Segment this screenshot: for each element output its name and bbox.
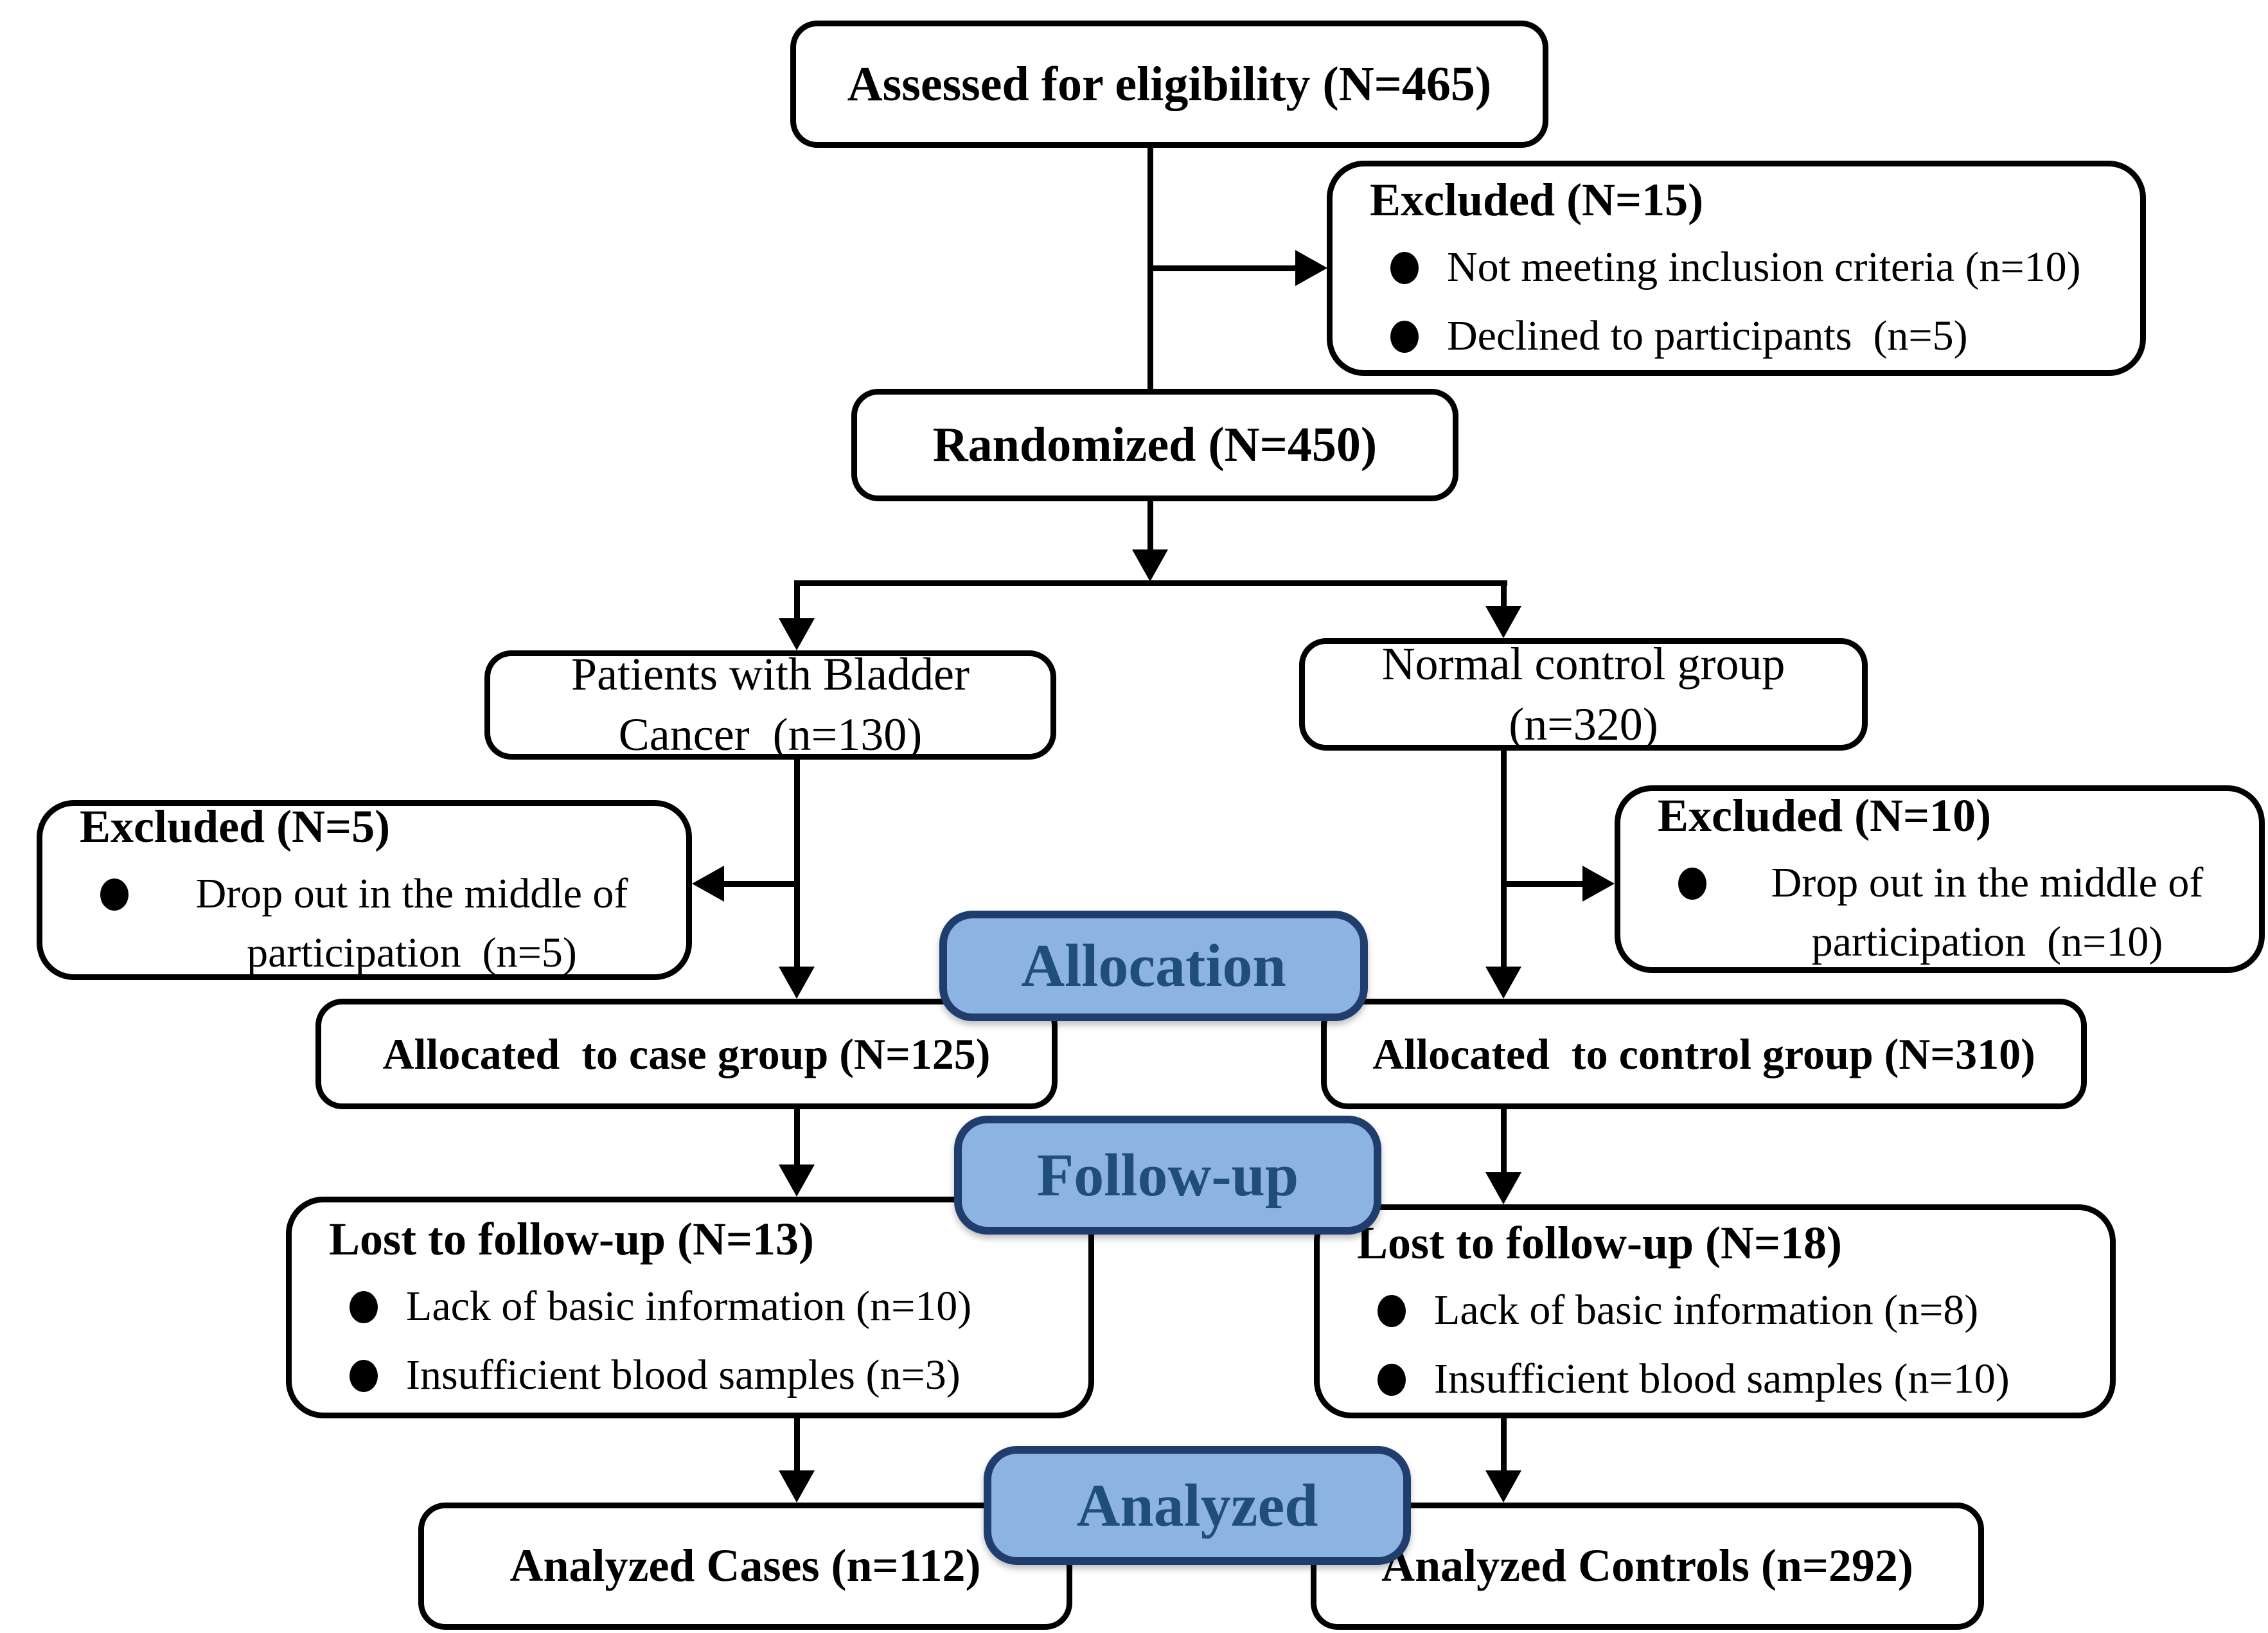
excluded-top-box: Excluded (N=15) Not meeting inclusion cr… xyxy=(1327,161,2146,376)
arrowhead-down-icon xyxy=(1485,606,1521,638)
connector-control-to-allocated xyxy=(1501,749,1507,970)
bullet-dot-icon xyxy=(1390,320,1419,353)
bullet-item: Declined to participants (n=5) xyxy=(1352,307,2121,366)
arrowhead-down-icon xyxy=(1485,967,1521,999)
allocation-badge: Allocation xyxy=(939,911,1368,1021)
bullet-text: Insufficient blood samples (n=3) xyxy=(406,1351,961,1398)
arrowhead-down-icon xyxy=(779,618,815,650)
bullet-dot-icon xyxy=(350,1359,378,1392)
connector-lost-to-analyzed-controls xyxy=(1501,1417,1507,1475)
arrowhead-down-icon xyxy=(1132,549,1168,582)
excluded-control-box: Excluded (N=10) Drop out in the middle o… xyxy=(1615,785,2265,973)
connector-branch-excluded-case xyxy=(721,881,798,887)
arrowhead-down-icon xyxy=(779,1165,815,1197)
allocated-case-label: Allocated to case group (N=125) xyxy=(382,1029,991,1078)
lost-case-title: Lost to follow-up (N=13) xyxy=(329,1213,815,1265)
bullet-dot-icon xyxy=(350,1291,378,1324)
connector-randomized-to-split xyxy=(1147,499,1153,553)
analyzed-cases-box: Analyzed Cases (n=112) xyxy=(418,1503,1072,1630)
bullet-item: Drop out in the middle of participation … xyxy=(62,864,667,983)
connector-branch-excluded-control xyxy=(1506,881,1587,887)
assessed-box: Assessed for eligibility (N=465) xyxy=(790,21,1548,148)
analyzed-badge: Analyzed xyxy=(984,1446,1411,1565)
connector-cases-to-allocated xyxy=(794,757,800,970)
bullet-text: Insufficient blood samples (n=10) xyxy=(1434,1355,2010,1402)
allocated-control-label: Allocated to control group (N=310) xyxy=(1372,1029,2035,1078)
control-group-box: Normal control group (n=320) xyxy=(1299,638,1868,751)
connector-lost-to-analyzed-cases xyxy=(794,1417,800,1475)
bullet-item: Lack of basic information (n=10) xyxy=(311,1277,1069,1336)
analyzed-controls-label: Analyzed Controls (n=292) xyxy=(1381,1540,1913,1592)
bullet-dot-icon xyxy=(1390,252,1419,285)
bullet-text: Not meeting inclusion criteria (n=10) xyxy=(1447,244,2081,291)
excluded-control-title: Excluded (N=10) xyxy=(1658,789,1992,841)
bullet-text: Drop out in the middle of participation … xyxy=(1771,859,2214,965)
connector-branch-excluded-top xyxy=(1147,265,1297,271)
arrowhead-down-icon xyxy=(779,967,815,999)
bullet-item: Not meeting inclusion criteria (n=10) xyxy=(1352,238,2121,297)
allocated-case-box: Allocated to case group (N=125) xyxy=(315,999,1058,1109)
arrowhead-left-icon xyxy=(692,866,724,902)
excluded-case-box: Excluded (N=5) Drop out in the middle of… xyxy=(37,800,692,980)
bullet-dot-icon xyxy=(1678,867,1706,900)
connector-split-to-control xyxy=(1501,580,1507,611)
analyzed-cases-label: Analyzed Cases (n=112) xyxy=(509,1540,981,1592)
randomized-box: Randomized (N=450) xyxy=(851,389,1458,501)
connector-split-to-cases xyxy=(794,580,800,623)
bullet-dot-icon xyxy=(100,878,128,911)
analyzed-controls-box: Analyzed Controls (n=292) xyxy=(1311,1503,1984,1630)
arrowhead-down-icon xyxy=(779,1470,815,1503)
allocated-control-box: Allocated to control group (N=310) xyxy=(1321,999,2087,1109)
bullet-dot-icon xyxy=(1378,1295,1406,1328)
allocation-badge-label: Allocation xyxy=(1021,933,1286,999)
arrowhead-right-icon xyxy=(1295,250,1327,286)
bullet-text: Declined to participants (n=5) xyxy=(1447,312,1968,359)
bullet-item: Drop out in the middle of participation … xyxy=(1640,853,2240,972)
excluded-top-title: Excluded (N=15) xyxy=(1370,174,1704,226)
connector-allocated-to-lost-control xyxy=(1501,1108,1507,1176)
bullet-text: Lack of basic information (n=8) xyxy=(1434,1287,1979,1334)
analyzed-badge-label: Analyzed xyxy=(1076,1472,1318,1539)
excluded-case-title: Excluded (N=5) xyxy=(80,800,391,852)
bullet-dot-icon xyxy=(1378,1363,1406,1396)
bullet-item: Insufficient blood samples (n=10) xyxy=(1339,1350,2091,1409)
arrowhead-right-icon xyxy=(1582,866,1615,902)
connector-allocated-to-lost-case xyxy=(794,1108,800,1170)
assessed-label: Assessed for eligibility (N=465) xyxy=(847,57,1492,111)
bullet-item: Lack of basic information (n=8) xyxy=(1339,1281,2091,1340)
connector-split-bar xyxy=(794,580,1507,586)
control-group-label: Normal control group (n=320) xyxy=(1381,638,1797,750)
bullet-text: Drop out in the middle of participation … xyxy=(195,870,639,976)
randomized-label: Randomized (N=450) xyxy=(932,418,1378,472)
lost-control-box: Lost to follow-up (N=18) Lack of basic i… xyxy=(1314,1204,2116,1418)
follow-up-badge: Follow-up xyxy=(954,1116,1381,1235)
follow-up-badge-label: Follow-up xyxy=(1036,1141,1299,1209)
cases-group-label: Patients with Bladder Cancer (n=130) xyxy=(571,648,981,760)
arrowhead-down-icon xyxy=(1485,1172,1521,1204)
lost-case-box: Lost to follow-up (N=13) Lack of basic i… xyxy=(286,1197,1094,1418)
bullet-item: Insufficient blood samples (n=3) xyxy=(311,1346,1069,1405)
arrowhead-down-icon xyxy=(1485,1470,1521,1503)
lost-control-title: Lost to follow-up (N=18) xyxy=(1357,1217,1843,1269)
cases-group-box: Patients with Bladder Cancer (n=130) xyxy=(484,648,1056,760)
bullet-text: Lack of basic information (n=10) xyxy=(406,1283,972,1330)
